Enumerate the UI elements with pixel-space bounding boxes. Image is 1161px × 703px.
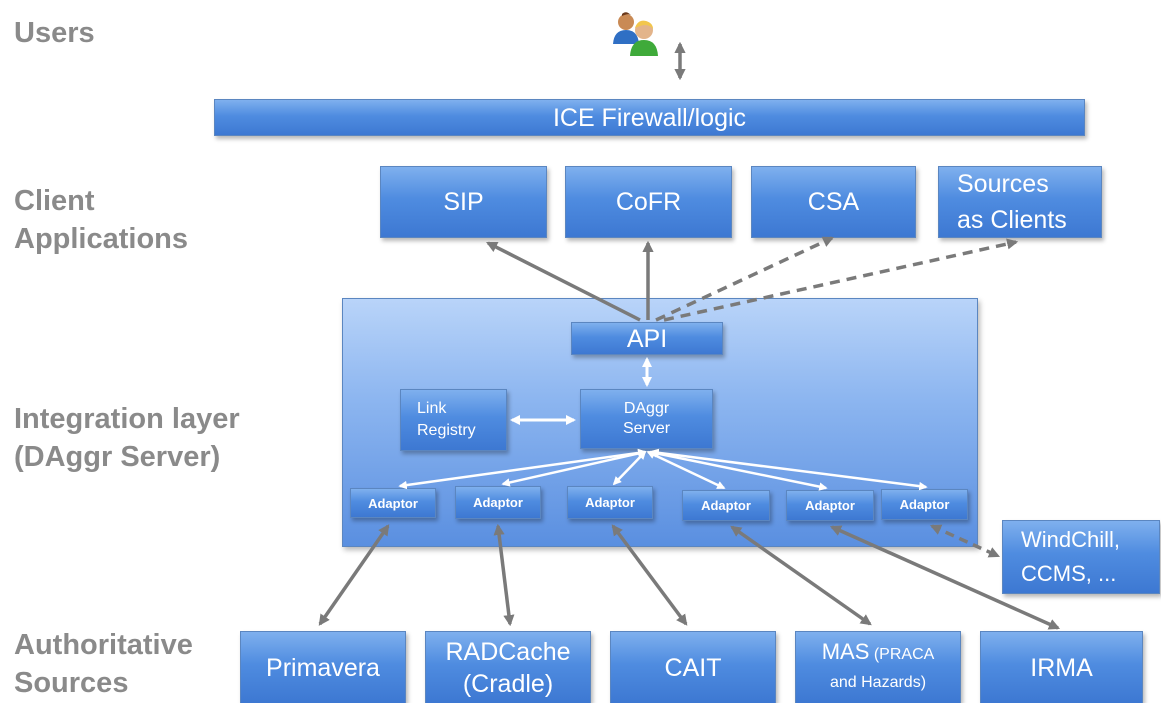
cofr-box: CoFR (565, 166, 732, 238)
radcache-label: RADCache (Cradle) (445, 637, 571, 698)
adaptor-windchill: Adaptor (881, 489, 968, 520)
api-to-csa-arrow (655, 236, 835, 322)
adaptor-label: Adaptor (473, 495, 523, 510)
ice-firewall-label: ICE Firewall/logic (552, 103, 747, 132)
daggr-adaptor6-arrow (650, 448, 928, 491)
ice-firewall-bar: ICE Firewall/logic (214, 99, 1085, 136)
client-applications-layer-label: Client Applications (14, 185, 189, 255)
api-box: API (571, 322, 723, 355)
cait-label: CAIT (664, 653, 722, 682)
primavera-box: Primavera (240, 631, 406, 703)
adaptor-label: Adaptor (368, 495, 418, 511)
mas-box: MAS (PRACA and Hazards) (795, 631, 961, 703)
adaptor-label: Adaptor (701, 498, 751, 513)
daggr-server-box: DAggr Server (580, 389, 713, 449)
link-registry-label: Link Registry (417, 400, 476, 439)
adaptor-irma: Adaptor (786, 490, 874, 521)
adaptor-mas: Adaptor (682, 490, 770, 521)
adaptor-radcache-arrow (493, 523, 515, 627)
cofr-label: CoFR (615, 188, 682, 216)
api-to-sip-arrow (486, 241, 641, 322)
daggr-adaptor1-arrow (398, 448, 647, 490)
csa-label: CSA (807, 188, 860, 216)
sources-as-clients-box: Sources as Clients (938, 166, 1102, 238)
cait-box: CAIT (610, 631, 776, 703)
adaptor-cait-arrow (611, 524, 688, 626)
adaptor-label: Adaptor (899, 497, 950, 512)
primavera-label: Primavera (266, 653, 380, 682)
adaptor-label: Adaptor (805, 498, 855, 513)
authoritative-sources-layer-label: Authoritative Sources (14, 629, 193, 699)
adaptor-irma-arrow (829, 525, 1061, 630)
irma-label: IRMA (1030, 653, 1093, 682)
adaptor-windchill-arrow (929, 524, 1001, 558)
radcache-box: RADCache (Cradle) (425, 631, 591, 703)
adaptor-primavera-arrow (318, 524, 390, 626)
sip-box: SIP (380, 166, 547, 238)
sip-label: SIP (443, 188, 484, 216)
api-to-sources-as-clients-arrow (663, 238, 1019, 322)
adaptor-cait: Adaptor (567, 486, 653, 519)
adaptor-radcache: Adaptor (455, 486, 541, 519)
irma-box: IRMA (980, 631, 1143, 703)
mas-praca-label: (PRACA (873, 646, 935, 663)
mas-label-line2: and Hazards) (829, 674, 927, 691)
adaptor-primavera: Adaptor (350, 488, 436, 518)
adaptor-mas-arrow (730, 525, 872, 626)
integration-layer-label: Integration layer (DAggr Server) (14, 403, 240, 473)
mas-label: MAS (821, 639, 870, 664)
sources-as-clients-label: Sources as Clients (957, 170, 1067, 234)
adaptor-label: Adaptor (585, 495, 635, 510)
mas-label-line1: MAS (PRACA (822, 638, 935, 669)
link-registry-box: Link Registry (400, 389, 507, 451)
users-layer-label: Users (14, 17, 95, 49)
api-label: API (626, 324, 668, 353)
daggr-adaptor3-arrow (612, 450, 647, 486)
users-group-icon (613, 12, 658, 56)
daggr-server-label: DAggr Server (622, 400, 671, 437)
